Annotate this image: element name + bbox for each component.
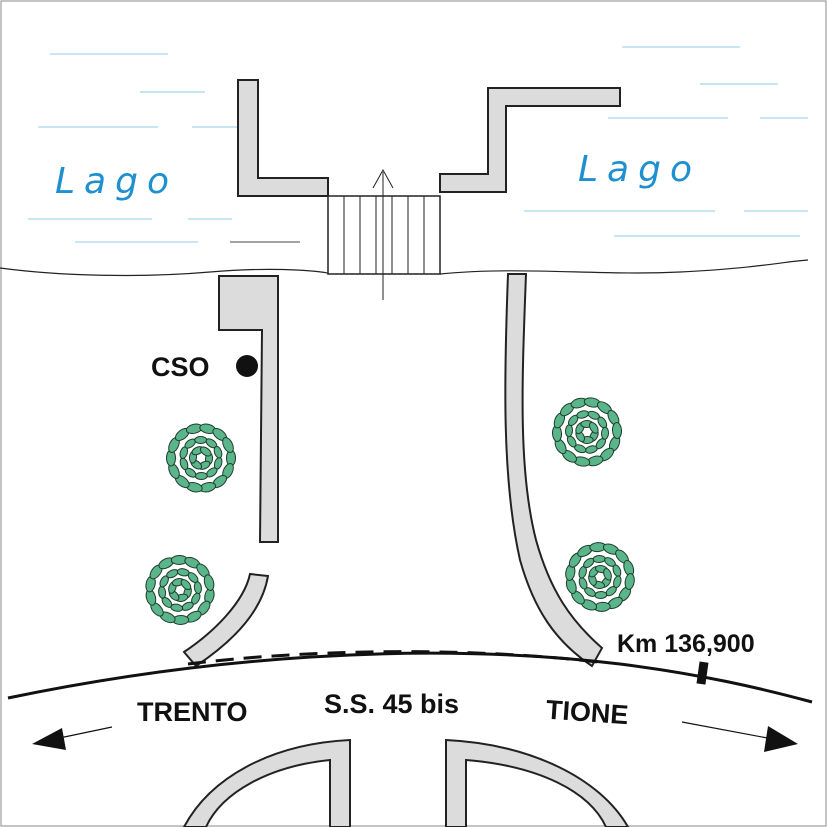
tree-leaf [594,590,608,600]
arrow-right-icon [681,721,798,752]
tree-leaf [213,445,223,459]
tree-leaf [603,568,612,581]
tree-leaf [576,410,590,419]
dot-icon [236,355,258,377]
tree-leaf [199,446,212,457]
main-road-edge [7,651,813,704]
road-wall-right [504,273,604,668]
tree-icon [145,554,215,626]
road-name-label: S.S. 45 bis [324,689,459,719]
trees [145,397,635,626]
lake-label-right: Lago [578,149,701,190]
tree-leaf [613,575,622,589]
tree-leaf [588,421,599,434]
tree-leaf [203,574,215,591]
lake-label-left: Lago [55,161,178,202]
bottom-wall-left [182,738,351,827]
tree-leaf [180,579,192,591]
direction-label-trento: TRENTO [137,697,248,727]
tree-leaf [194,471,208,481]
tree-leaf [592,554,606,564]
tree-leaf [584,445,598,454]
pier-wall-right [439,87,621,193]
tree-leaf [222,437,234,453]
tree-leaf [611,422,623,439]
tree-leaf [564,424,574,438]
tree-leaf [158,585,167,599]
km-post-icon [696,661,709,685]
lake-water-lines [28,46,808,243]
direction-label-tione: TIONE [545,695,629,731]
tree-leaf [624,573,635,590]
tree-leaf [600,426,610,440]
shoreline [0,259,809,277]
junction-dashed-line [187,650,599,666]
arrow-left-icon [32,726,113,750]
cso-label: CSO [151,352,210,382]
tree-icon [551,397,623,467]
km-marker-label: Km 136,900 [617,630,755,658]
pier-wall-left [237,79,329,197]
road-wall-left-upper [218,275,279,543]
arrow-up-icon [372,168,394,300]
tree-leaf [194,435,208,445]
bottom-wall-right [445,738,630,827]
lake-stairs [327,195,441,275]
tree-icon [565,542,635,612]
tree-icon [166,423,236,493]
tree-leaf [179,457,189,471]
tree-leaf [193,581,202,595]
